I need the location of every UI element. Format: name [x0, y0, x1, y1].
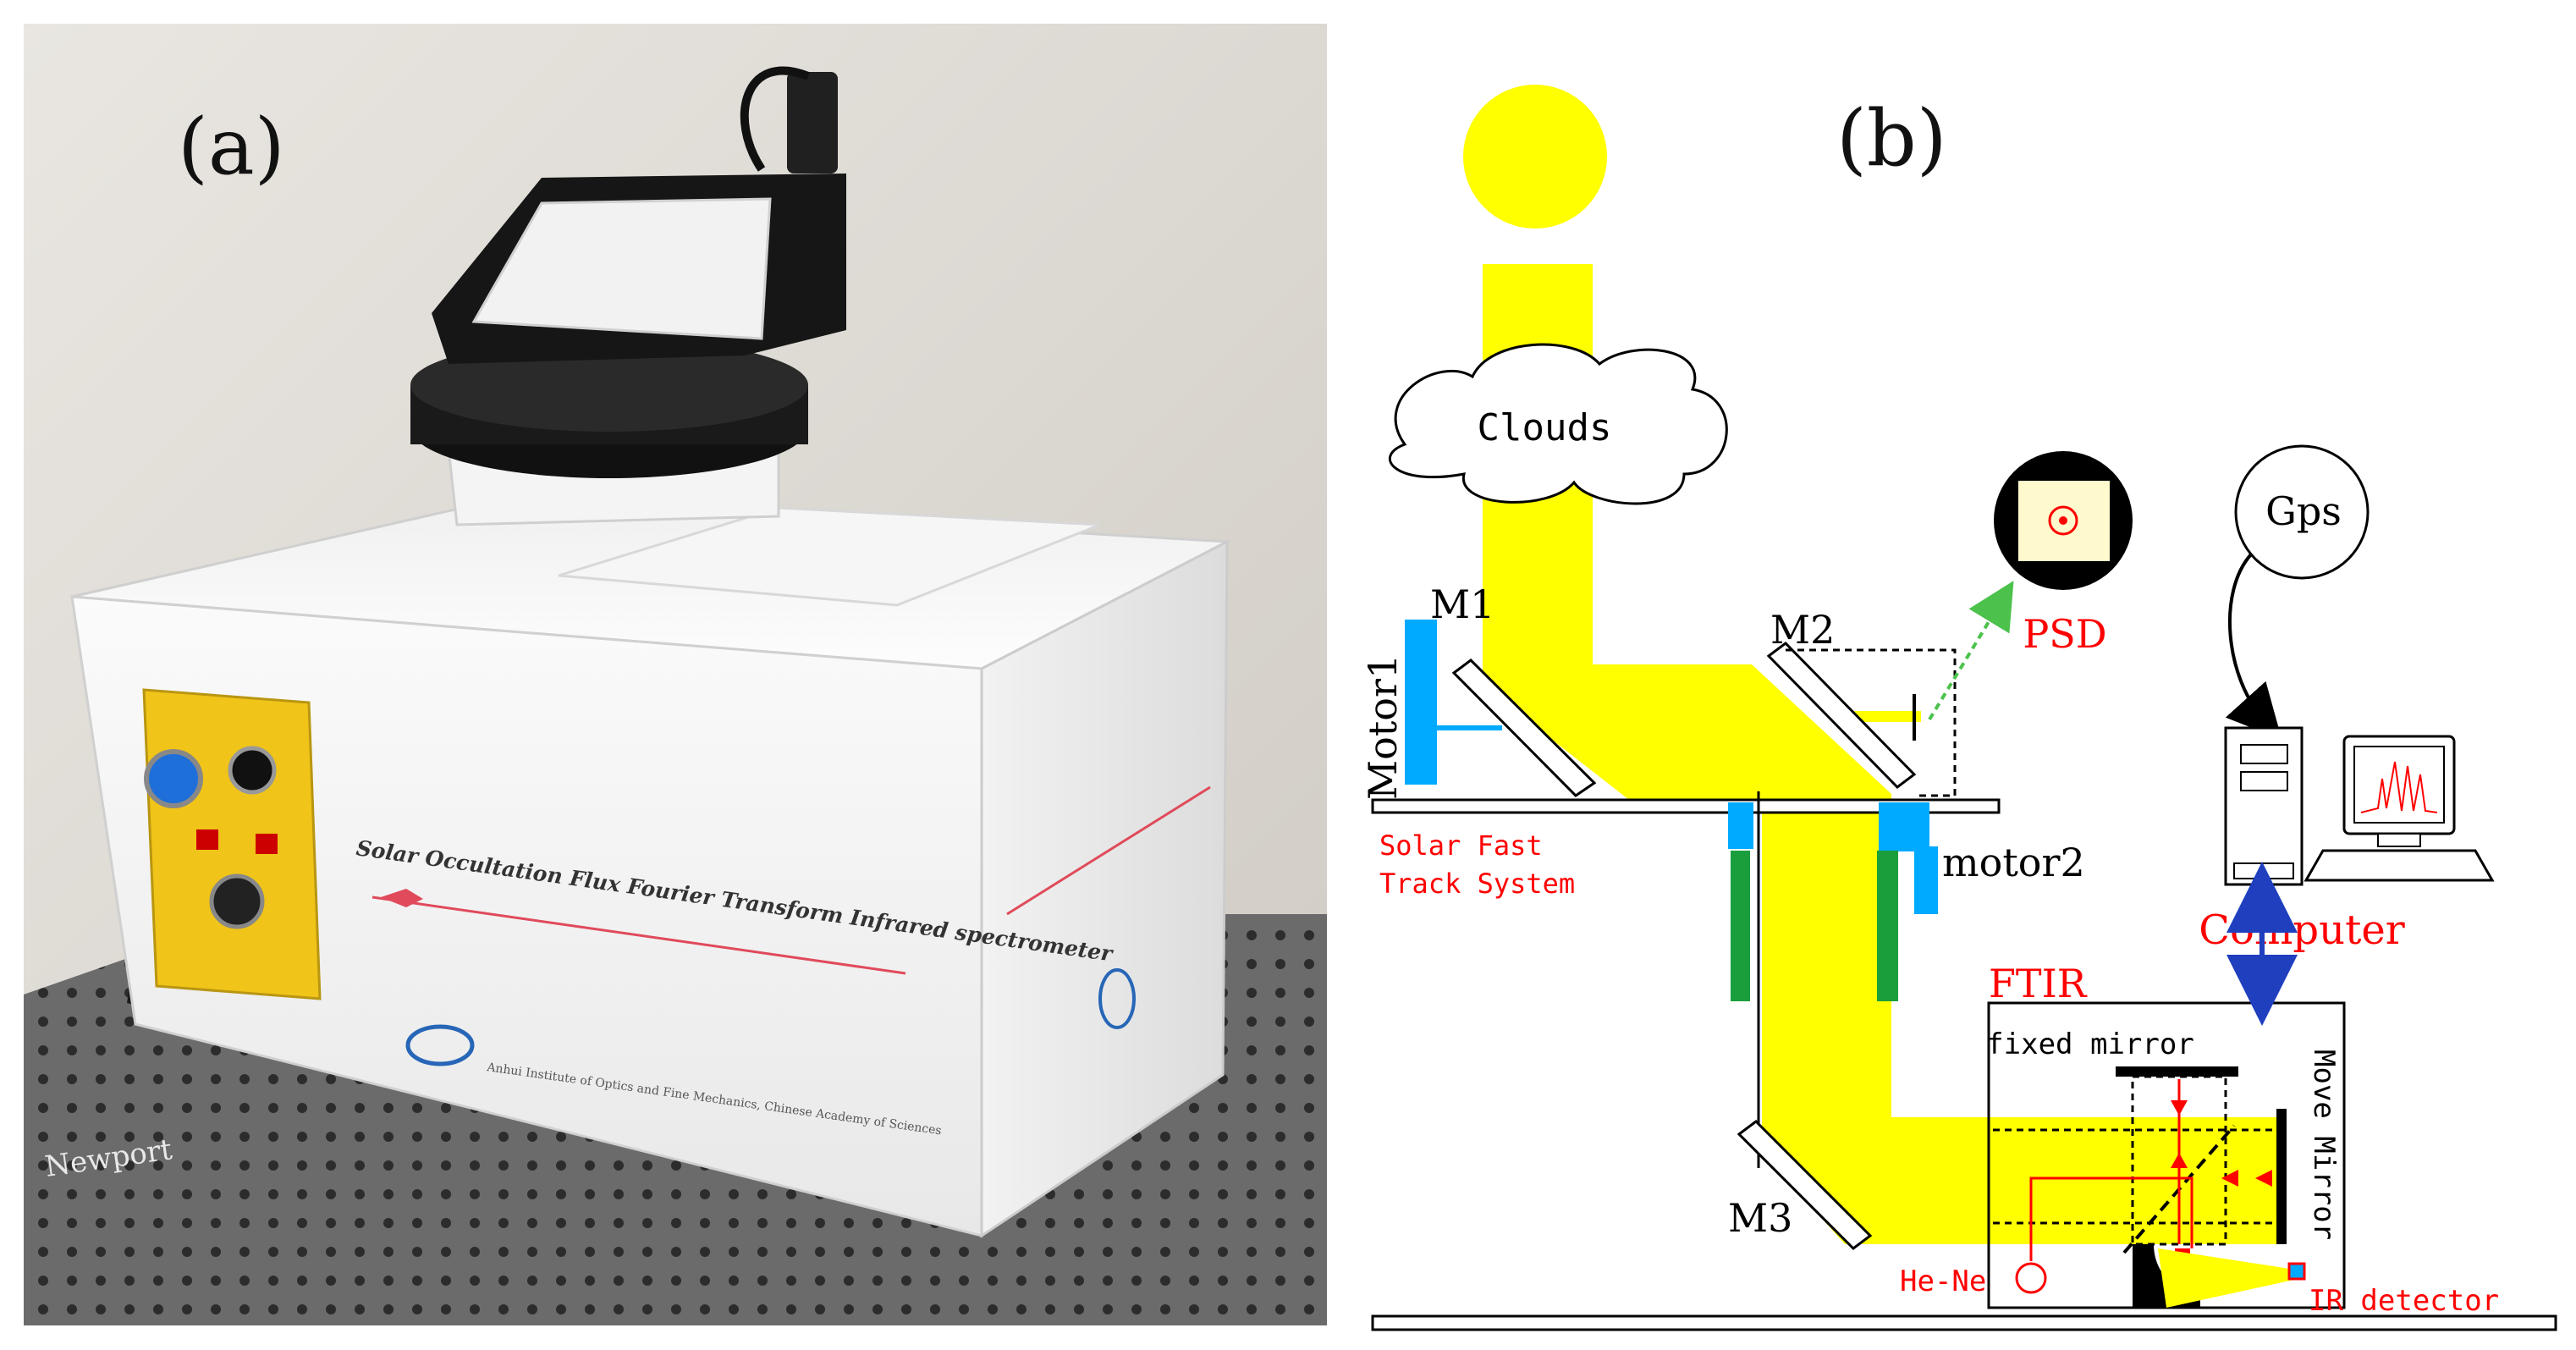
psd-beam	[1845, 711, 1921, 722]
arrow-left-red-2	[2255, 1170, 2272, 1187]
gps-label: Gps	[2265, 488, 2342, 534]
psd-target-dot	[2059, 516, 2067, 525]
panel-a-label: (a)	[178, 102, 285, 192]
tracker-cover	[471, 197, 772, 340]
mirror-m3	[1737, 1120, 1873, 1250]
ftir-label: FTIR	[1989, 961, 2088, 1006]
connector-port	[209, 873, 265, 929]
he-ne-path	[2029, 1176, 2193, 1261]
decor-line	[372, 895, 906, 975]
solar-fast-line2: Track System	[1379, 868, 1575, 900]
computer-label: Computer	[2199, 906, 2404, 954]
psd-label: PSD	[2023, 611, 2106, 657]
ftir-beam	[2014, 1117, 2276, 1244]
side-logo	[1098, 968, 1136, 1029]
control-panel	[142, 688, 322, 1000]
solar-fast-line1: Solar Fast	[1379, 829, 1543, 862]
clouds-label: Clouds	[1478, 406, 1612, 449]
decor-star	[381, 889, 423, 907]
move-mirror-label: Move Mirror	[2307, 1050, 2341, 1240]
ir-detector-label: IR detector	[2309, 1284, 2499, 1318]
motor2-top	[1879, 802, 1929, 851]
gps-icon	[2234, 444, 2370, 580]
m3-label: M3	[1728, 1195, 1792, 1241]
support-right	[1877, 851, 1898, 1001]
side-decor-line	[1006, 785, 1211, 916]
he-ne-label: He-Ne	[1900, 1265, 1986, 1298]
support-left	[1731, 851, 1750, 1001]
m1-label: M1	[1430, 581, 1494, 627]
arrow-left-red	[2221, 1170, 2238, 1187]
box-side-panel	[980, 539, 1229, 1238]
panel-b-label: (b)	[1836, 93, 1947, 184]
fixed-mirror	[2116, 1066, 2238, 1077]
m2-dashed-enclosure	[1786, 648, 1957, 797]
psd-target-ring	[2048, 505, 2078, 536]
cable-connector	[787, 72, 838, 174]
panel-a-photo: Newport Solar Occultation Flux Fourier T…	[24, 24, 1327, 1325]
panel-b-diagram: Clouds M1 Motor1 Solar Fast Track System…	[1360, 85, 2557, 1331]
top-plate	[558, 506, 1101, 607]
ground-platform	[1371, 1314, 2557, 1331]
key-switch	[228, 746, 277, 795]
moving-mirror	[2276, 1109, 2287, 1244]
gps-arrow	[2225, 553, 2282, 740]
ir-focus-beam	[2158, 1248, 2302, 1308]
motor1-label: Motor1	[1360, 654, 1406, 800]
arrow-down-red	[2171, 1100, 2188, 1116]
cable	[740, 66, 810, 172]
mirror-m1	[1451, 658, 1597, 797]
platform-shelf	[1371, 798, 2001, 814]
fixed-mirror-label: fixed mirror	[1986, 1028, 2194, 1061]
indicator-light-2	[256, 834, 278, 854]
power-knob	[144, 749, 203, 808]
motor2-label: motor2	[1942, 840, 2085, 885]
sun-icon	[1463, 85, 1607, 229]
he-ne-laser-icon	[2015, 1262, 2047, 1294]
indicator-light-1	[196, 829, 218, 850]
institute-logo	[405, 1024, 475, 1066]
motor2-icon	[1914, 846, 1938, 914]
clouds-shape	[1388, 343, 1728, 505]
motor1-icon	[1405, 620, 1437, 785]
mirror-m2	[1766, 642, 1917, 789]
motor-block-left	[1728, 802, 1753, 849]
arrow-up-red	[2171, 1153, 2188, 1168]
m2-label: M2	[1770, 607, 1835, 653]
psd-arrow	[1928, 581, 2014, 721]
computer-icon	[2224, 726, 2495, 886]
ir-detector-icon	[2287, 1262, 2306, 1281]
